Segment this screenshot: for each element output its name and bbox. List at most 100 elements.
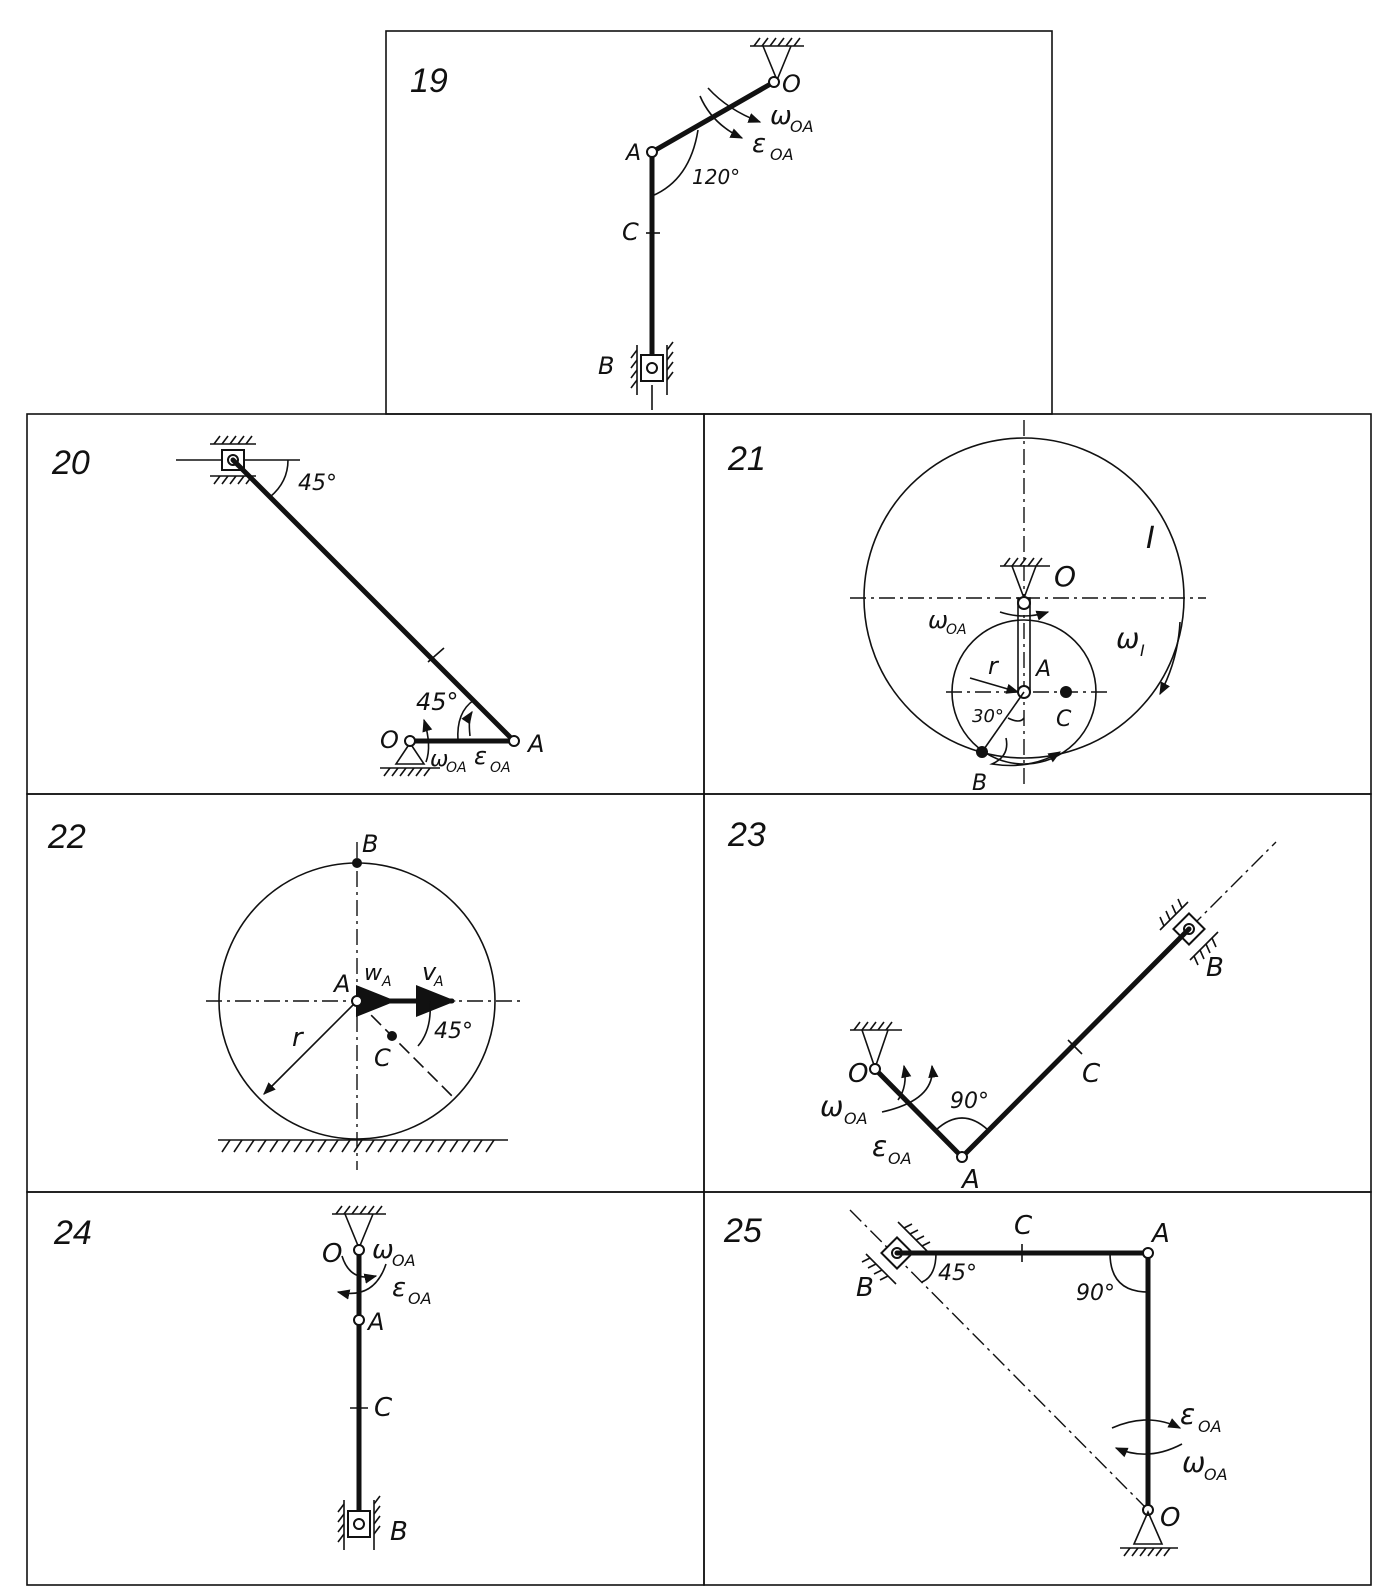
label-A: A [526,730,544,758]
label-omega-I-sub: I [1140,641,1145,660]
label-C: C [1056,707,1072,732]
epsilon-arrow [881,1064,939,1113]
label-angle-90: 90° [950,1089,989,1114]
label-r: r [292,1023,305,1053]
panel-21-frame [703,413,1372,795]
label-omega: ω [928,606,948,634]
label-angle-45: 45° [434,1019,473,1044]
label-A: A [332,970,350,998]
label-B: B [598,352,614,380]
label-C: C [1014,1211,1033,1241]
angle-arc-top [269,459,289,498]
label-I: I [1146,521,1155,556]
label-O: O [848,1059,868,1089]
epsilon-arrow [461,710,473,737]
label-O: O [322,1239,342,1269]
omega-I-arrow [1159,621,1181,696]
label-A: A [1150,1219,1170,1249]
label-B: B [856,1273,874,1303]
panel-20-number: 20 [51,444,90,482]
label-epsilon-sub: OA [888,1149,912,1168]
panel-21-number: 21 [727,440,766,478]
angle-arc-45 [921,1252,937,1283]
omega-arrow [999,610,1050,621]
epsilon-arrow [336,1263,387,1300]
fixed-support-O [1120,1510,1178,1557]
joint-A [508,735,520,747]
panel-20-frame [26,413,705,795]
label-epsilon-sub: OA [490,760,511,776]
ground [218,1139,508,1153]
label-omega-I: ω [1116,622,1139,655]
panel-22: 22 B A w A v A 45° C r [26,793,705,1193]
panel-22-number: 22 [47,818,86,856]
label-epsilon: ε [872,1130,887,1163]
omega-arrow [707,87,762,123]
rod-BA [230,457,517,744]
angle-arc-30 [1007,717,1025,722]
slider-B [861,1221,931,1285]
fixed-support-O [380,741,440,777]
joint-A [646,146,658,158]
label-omega: ω [1182,1446,1205,1479]
label-omega: ω [430,747,448,772]
midpoint-C-mark [1067,1039,1083,1055]
joint-O [404,735,416,747]
panel-19-number: 19 [410,62,448,100]
joint-A [956,1151,968,1163]
label-B: B [972,771,987,796]
joint-O [869,1063,881,1075]
radius-r [969,677,1020,694]
label-omega-sub: OA [392,1251,416,1270]
panel-23-number: 23 [727,816,766,854]
point-C [1060,686,1072,698]
epsilon-arrow [699,95,744,139]
panel-24-number: 24 [53,1214,92,1252]
label-A: A [960,1165,980,1195]
panel-23: 23 B C O A 90° ω OA ε OA [703,793,1372,1195]
label-omega: ω [770,101,792,131]
label-v-sub: A [433,974,444,990]
epsilon-arrow [1111,1418,1182,1429]
label-C: C [374,1044,391,1072]
joint-O [1017,596,1031,610]
label-C: C [622,218,639,246]
label-A: A [366,1308,384,1336]
label-v: v [422,958,437,986]
label-angle-30: 30° [972,706,1004,727]
joint-O [353,1244,365,1256]
panel-25: 25 C A B 45° 90° ε OA ω OA [703,1191,1372,1586]
rod-AB [959,926,1192,1160]
label-epsilon-sub: OA [770,145,794,164]
label-r: r [988,652,1000,680]
label-angle-bottom: 45° [416,688,459,716]
radius-r [263,1000,358,1095]
crank-OA [872,1066,965,1160]
guide-line-B [1189,841,1277,929]
label-angle-120: 120° [692,165,740,189]
midpoint-mark [427,647,445,663]
omega-arrow [422,718,433,763]
label-C: C [1082,1059,1101,1089]
label-w-sub: A [381,974,392,990]
panel-21: 21 O I ω I ω OA r A C 30° B [703,413,1372,796]
slider-B [337,1495,381,1550]
fixed-support-O [1000,557,1050,601]
label-epsilon: ε [474,742,487,770]
label-epsilon: ε [752,129,766,159]
label-C: C [374,1393,393,1423]
label-omega-sub: OA [1204,1465,1228,1484]
angle-arc-90 [935,1117,989,1131]
arc-path-B [989,737,1062,767]
panel-24: 24 O ω OA ε OA A C B [26,1191,705,1586]
panel-19: 19 O A C B ω OA ε OA [385,30,1053,415]
omega-arrow [341,1255,378,1284]
panel-25-frame [703,1191,1372,1586]
joint-A [353,1314,365,1326]
label-B: B [1206,953,1224,983]
panel-20: 20 45° 45° O A ω OA ε OA [26,413,705,795]
point-C [387,1031,397,1041]
angle-arc-bottom [457,699,475,742]
panel-19-frame [385,30,1053,415]
joint-O [768,76,780,88]
